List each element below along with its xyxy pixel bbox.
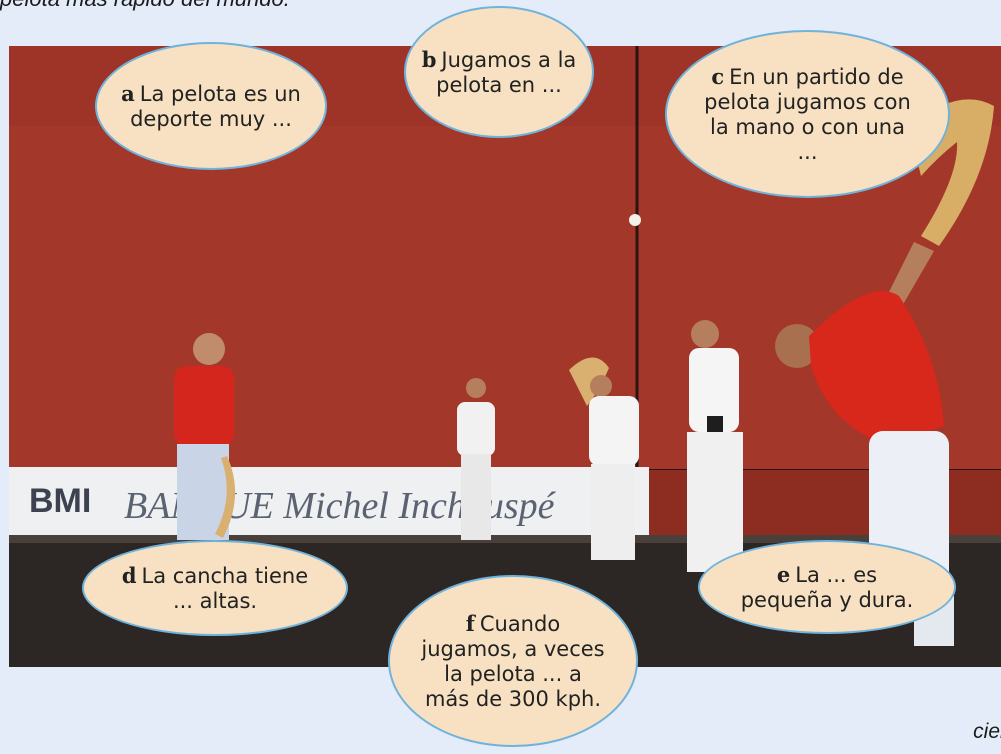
floor-line	[9, 535, 1001, 543]
bubble-c-letter: c	[711, 63, 725, 89]
bubble-a-text: La pelota es un deporte muy ...	[130, 81, 301, 131]
top-caption: pelota más rápido del mundo.	[0, 0, 290, 12]
player-center-right	[687, 320, 743, 572]
ball	[629, 214, 641, 226]
bubble-d-letter: d	[121, 562, 137, 588]
bubble-c-text: En un partido de pelota jugamos con la m…	[704, 64, 911, 164]
bubble-b-text: Jugamos a la pelota en ...	[436, 47, 577, 97]
bubble-e-text: La ... es pequeña y dura.	[740, 562, 914, 612]
bubble-b-letter: b	[421, 46, 437, 72]
player-left	[174, 333, 236, 540]
page-edge-word: cier	[973, 720, 1001, 743]
ad-banner	[9, 467, 649, 535]
bubble-d-text: La cancha tiene ... altas.	[141, 563, 309, 613]
banner-left-text: BMI	[29, 482, 91, 520]
player-mid-left	[457, 378, 495, 540]
bubble-e-letter: e	[776, 561, 791, 587]
player-mid	[569, 357, 639, 560]
bubble-f-text: Cuando jugamos, a veces la pelota ... a …	[421, 611, 605, 711]
bubble-f-letter: f	[465, 610, 475, 636]
bubble-a-letter: a	[121, 80, 135, 106]
